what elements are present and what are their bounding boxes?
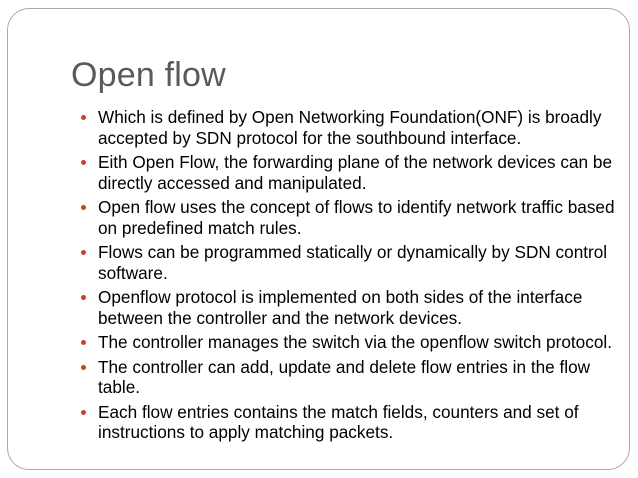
list-item: Flows can be programmed statically or dy… bbox=[72, 242, 617, 283]
list-item-text: Open flow uses the concept of flows to i… bbox=[98, 197, 615, 238]
list-item-text: The controller can add, update and delet… bbox=[98, 356, 591, 398]
slide-frame: Open flow Which is defined by Open Netwo… bbox=[7, 8, 630, 470]
list-item: Openflow protocol is implemented on both… bbox=[72, 287, 617, 328]
list-item-text: Openflow protocol is implemented on both… bbox=[98, 287, 583, 328]
list-item-text: Each flow entries contains the match fie… bbox=[98, 401, 579, 443]
list-item: The controller manages the switch via th… bbox=[72, 332, 617, 353]
list-item: The controller can add, update and delet… bbox=[72, 357, 617, 398]
list-item-text: The controller manages the switch via th… bbox=[98, 332, 612, 352]
round-bullet-icon bbox=[81, 409, 86, 415]
list-item-text: Which is defined by Open Networking Foun… bbox=[98, 107, 602, 148]
page-title: Open flow bbox=[71, 56, 226, 94]
list-item: Eith Open Flow, the forwarding plane of … bbox=[72, 152, 617, 193]
list-item: Each flow entries contains the match fie… bbox=[72, 402, 617, 443]
list-item: Which is defined by Open Networking Foun… bbox=[72, 107, 617, 148]
round-bullet-icon bbox=[81, 250, 86, 255]
round-bullet-icon bbox=[81, 295, 86, 300]
round-bullet-icon bbox=[81, 205, 86, 210]
list-item-text: Eith Open Flow, the forwarding plane of … bbox=[98, 152, 613, 193]
list-item-text: Flows can be programmed statically or dy… bbox=[98, 242, 608, 283]
round-bullet-icon bbox=[81, 115, 86, 120]
round-bullet-icon bbox=[81, 364, 86, 370]
bullet-list: Which is defined by Open Networking Foun… bbox=[72, 107, 617, 443]
round-bullet-icon bbox=[81, 160, 86, 165]
list-item: Open flow uses the concept of flows to i… bbox=[72, 197, 617, 238]
round-bullet-icon bbox=[81, 340, 86, 345]
